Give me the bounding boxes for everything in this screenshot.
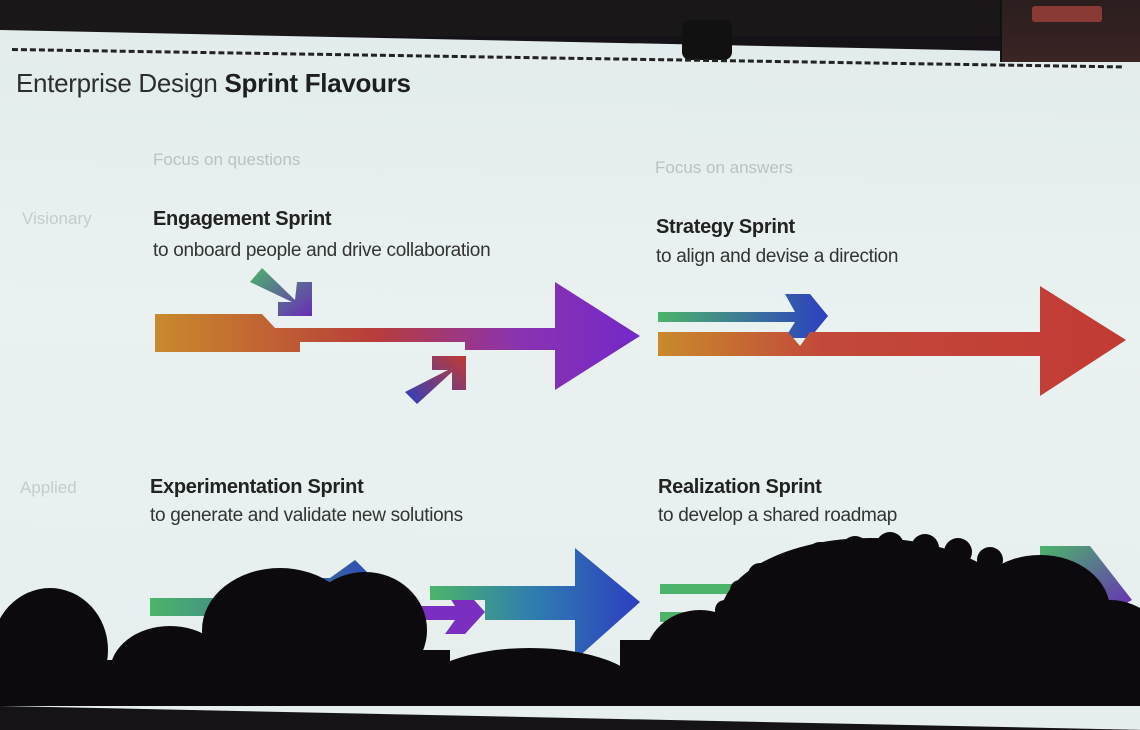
audience-shoulders	[620, 640, 1140, 706]
title-regular: Enterprise Design	[16, 68, 225, 98]
ceiling-fixture	[682, 20, 732, 60]
realization-sprint-desc: to develop a shared roadmap	[658, 505, 898, 526]
audience-shoulders	[190, 650, 450, 706]
room-ceiling	[0, 0, 1140, 36]
row-label-applied: Applied	[20, 478, 77, 497]
audience-silhouettes	[0, 532, 1140, 706]
title-bold: Sprint Flavours	[224, 68, 411, 98]
focus-answers-label: Focus on answers	[655, 158, 793, 177]
engagement-sprint-title: Engagement Sprint	[153, 208, 332, 230]
engagement-arrow	[155, 268, 640, 404]
engagement-outflow-arrow	[405, 356, 466, 404]
projector	[1000, 0, 1140, 62]
engagement-inflow-arrow	[250, 268, 312, 316]
realization-sprint-title: Realization Sprint	[658, 476, 822, 498]
audience-head	[420, 648, 640, 706]
engagement-sprint-desc: to onboard people and drive collaboratio…	[153, 240, 491, 261]
strategy-sprint-desc: to align and devise a direction	[656, 246, 899, 267]
experimentation-sprint-desc: to generate and validate new solutions	[150, 505, 463, 526]
projector-lamp	[1032, 6, 1102, 22]
slide-title: Enterprise Design Sprint Flavours	[16, 68, 411, 99]
strategy-sprint-title: Strategy Sprint	[656, 216, 795, 238]
focus-questions-label: Focus on questions	[153, 150, 301, 169]
experimentation-small-arrow	[420, 590, 485, 634]
strategy-arrow	[658, 286, 1126, 396]
row-label-visionary: Visionary	[22, 209, 92, 228]
audience-shoulders	[0, 660, 130, 706]
experimentation-sprint-title: Experimentation Sprint	[150, 476, 364, 498]
